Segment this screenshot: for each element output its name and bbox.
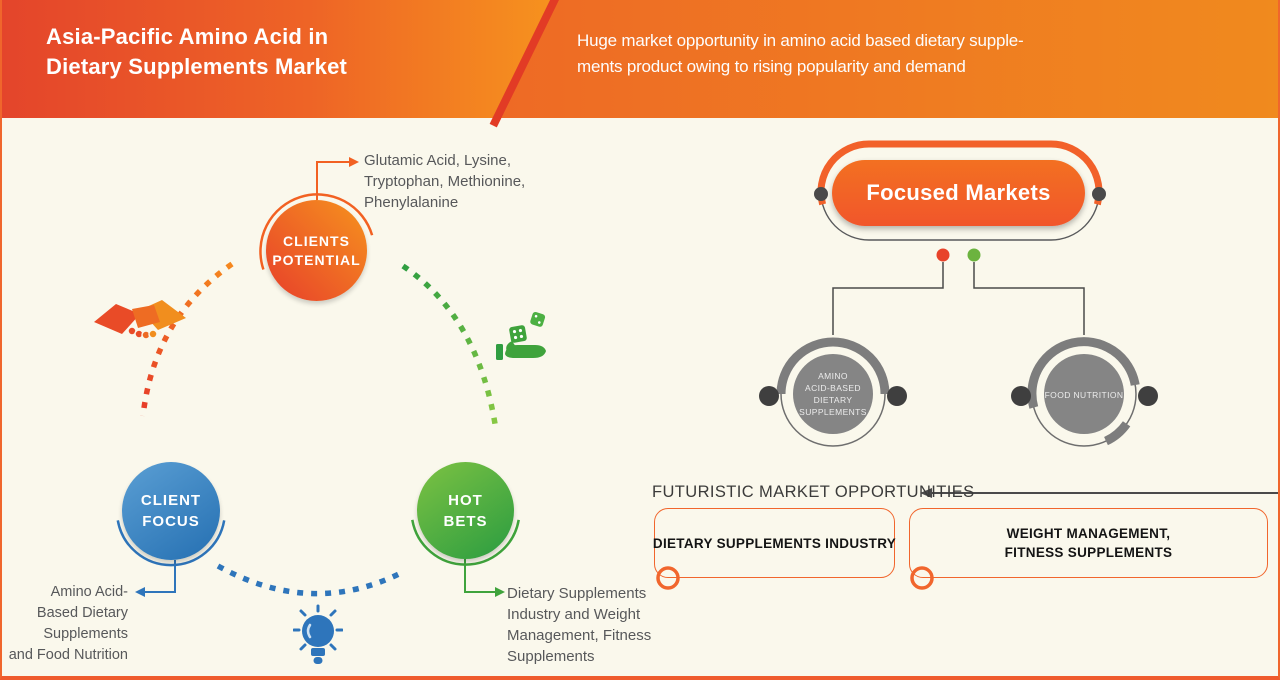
gray-node-2-bottom-arc [1103,421,1131,446]
note-line: Phenylalanine [364,194,459,211]
client-focus-label-line2: FOCUS [142,513,200,530]
pill-left-dot [814,187,828,201]
handshake-icon [94,300,186,340]
opportunity-box-dietary-supplements: DIETARY SUPPLEMENTS INDUSTRY [652,508,897,578]
hot-bets-connector [464,559,495,593]
clients-potential-connector [316,161,349,200]
page-title-line2: Dietary Supplements Market [46,54,348,79]
futuristic-arrowhead [920,488,932,498]
hot-bets-label-line2: BETS [443,512,488,530]
opportunity-box-weight-management: WEIGHT MANAGEMENT, FITNESS SUPPLEMENTS [909,508,1268,578]
client-focus-ring-arc [116,520,226,567]
note-line: Dietary Supplements [507,585,647,602]
dice-hand-icon [496,311,546,360]
gray-node-label-line: FOOD NUTRITION [1044,390,1124,400]
note-line: Based Dietary [36,605,128,621]
client-focus-connector [145,560,176,593]
clients-potential-label-line2: POTENTIAL [272,251,361,268]
clients-potential-bubble: CLIENTS POTENTIAL [266,200,367,301]
branch-connector-right [973,262,1085,335]
gray-node-label-line: AMINO [818,371,848,381]
branch-connector-left [832,262,944,335]
gray-node-1-thick-arc [776,337,890,395]
opportunity-box-label-line: WEIGHT MANAGEMENT, [1006,526,1171,541]
hot-bets-bubble: HOT BETS [417,462,514,559]
gray-node-label-line: DIETARY [813,395,853,405]
opportunity-box-label-line: DIETARY SUPPLEMENTS INDUSTRY [652,535,897,551]
clients-potential-ring-arc [259,193,374,270]
gray-node-1-label: AMINO ACID-BASED DIETARY SUPPLEMENTS [788,370,878,418]
gray-node-2-right-dot [1138,386,1158,406]
focused-markets-pill: Focused Markets [832,160,1085,226]
clients-potential-label-line1: CLIENTS [283,232,350,249]
dotted-arc-blue [216,563,405,597]
gray-node-2-thick-arc [1027,337,1140,409]
client-focus-arrowhead [135,587,145,597]
header-subtitle-line1: Huge market opportunity in amino acid ba… [577,31,1024,50]
opportunity-box-label-line: FITNESS SUPPLEMENTS [1004,545,1173,560]
clients-potential-note: Glutamic Acid, Lysine, Tryptophan, Methi… [364,150,525,213]
dotted-arc-red [140,261,234,417]
note-line: Management, Fitness [507,627,652,644]
gray-node-1-left-dot [759,386,779,406]
futuristic-heading: FUTURISTIC MARKET OPPORTUNITIES [652,483,975,501]
client-focus-label-line1: CLIENT [140,492,202,509]
gray-node-1-right-dot [887,386,907,406]
pill-top-arc [817,140,1103,206]
gray-node-2-label: FOOD NUTRITION [1039,389,1129,401]
page-title: Asia-Pacific Amino Acid in Dietary Suppl… [46,22,347,82]
note-line: Amino Acid- [50,584,128,600]
hot-bets-arrowhead [495,587,505,597]
note-line: Glutamic Acid, Lysine, [364,152,512,169]
header-right-panel [500,0,1278,118]
client-focus-bubble: CLIENT FOCUS [122,462,220,560]
note-line: Industry and Weight [507,606,641,623]
gray-node-1-circle [793,354,873,434]
gray-node-label-line: SUPPLEMENTS [799,407,867,417]
red-branch-dot [936,248,950,262]
gray-node-2-left-dot [1011,386,1031,406]
gray-node-2-circle [1044,354,1124,434]
clients-potential-arrowhead [349,157,359,167]
note-line: Tryptophan, Methionine, [364,173,526,190]
client-focus-note: Amino Acid- Based Dietary Supplements an… [2,582,128,666]
header-subtitle: Huge market opportunity in amino acid ba… [577,28,1024,80]
dotted-arc-green [401,263,499,431]
header-subtitle-line2: ments product owing to rising popularity… [577,57,966,76]
page-title-line1: Asia-Pacific Amino Acid in [46,24,329,49]
lightbulb-icon [293,604,343,664]
pill-right-dot [1092,187,1106,201]
note-line: and Food Nutrition [8,647,128,663]
note-line: Supplements [507,648,595,665]
header-banner: Asia-Pacific Amino Acid in Dietary Suppl… [2,0,1278,128]
green-branch-dot [967,248,981,262]
hot-bets-label-line1: HOT [448,491,483,509]
gray-node-label-line: ACID-BASED [805,383,861,393]
focused-markets-title: Focused Markets [866,180,1051,205]
hot-bets-note: Dietary Supplements Industry and Weight … [507,583,651,667]
note-line: Supplements [43,626,128,642]
